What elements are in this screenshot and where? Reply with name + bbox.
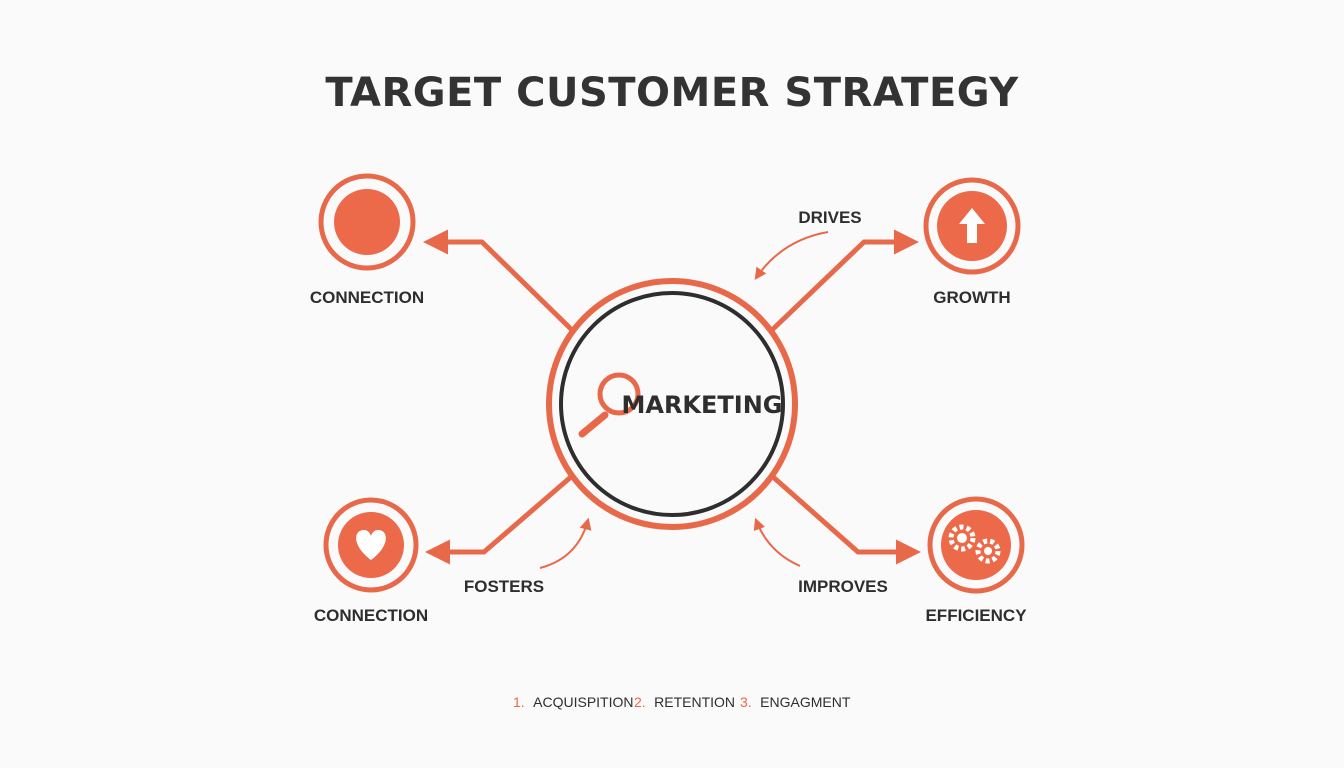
heart-icon (356, 530, 386, 560)
connectors (423, 229, 921, 565)
circle-dot-icon (334, 189, 400, 255)
connector-bottom-right (770, 474, 921, 565)
legend-item-number: 3. (740, 694, 752, 710)
legend-item-text: ACQUISPITION (533, 694, 633, 710)
fosters-arrow (539, 517, 592, 569)
legend-item: 2. RETENTION (634, 694, 735, 711)
node-bottom-right: EFFICIENCY (925, 496, 1027, 625)
relation-arrows (539, 231, 829, 569)
center-label: MARKETING (621, 391, 782, 419)
node-bottom-left: CONNECTION (314, 497, 428, 625)
node-top-left-label: CONNECTION (310, 288, 424, 307)
connector-top-left (423, 229, 574, 332)
legend-item-text: ENGAGMENT (760, 694, 851, 710)
node-top-left: CONNECTION (310, 173, 424, 307)
gears-icon (948, 524, 1001, 564)
node-bottom-right-label: EFFICIENCY (925, 606, 1027, 625)
improves-label: IMPROVES (798, 577, 888, 596)
diagram-title: TARGET CUSTOMER STRATEGY (325, 70, 1019, 116)
legend-item-number: 1. (513, 694, 525, 710)
node-bottom-left-label: CONNECTION (314, 606, 428, 625)
center-node: MARKETING (546, 278, 798, 530)
connector-top-right (770, 229, 919, 332)
node-top-right: GROWTH (923, 177, 1021, 307)
legend-item: 3. ENGAGMENT (740, 694, 851, 711)
drives-label: DRIVES (798, 208, 861, 227)
improves-arrow (753, 517, 801, 567)
drives-arrow (754, 231, 829, 280)
magnifying-glass-icon (578, 372, 641, 438)
arrow-up-icon (959, 208, 985, 243)
fosters-label: FOSTERS (464, 577, 544, 596)
legend-item-number: 2. (634, 694, 646, 710)
legend-item-text: RETENTION (654, 694, 735, 710)
legend: 1. ACQUISPITION 2. RETENTION 3. ENGAGMEN… (513, 694, 851, 711)
legend-item: 1. ACQUISPITION (513, 694, 634, 711)
connector-bottom-left (425, 474, 574, 565)
node-top-right-label: GROWTH (933, 288, 1010, 307)
